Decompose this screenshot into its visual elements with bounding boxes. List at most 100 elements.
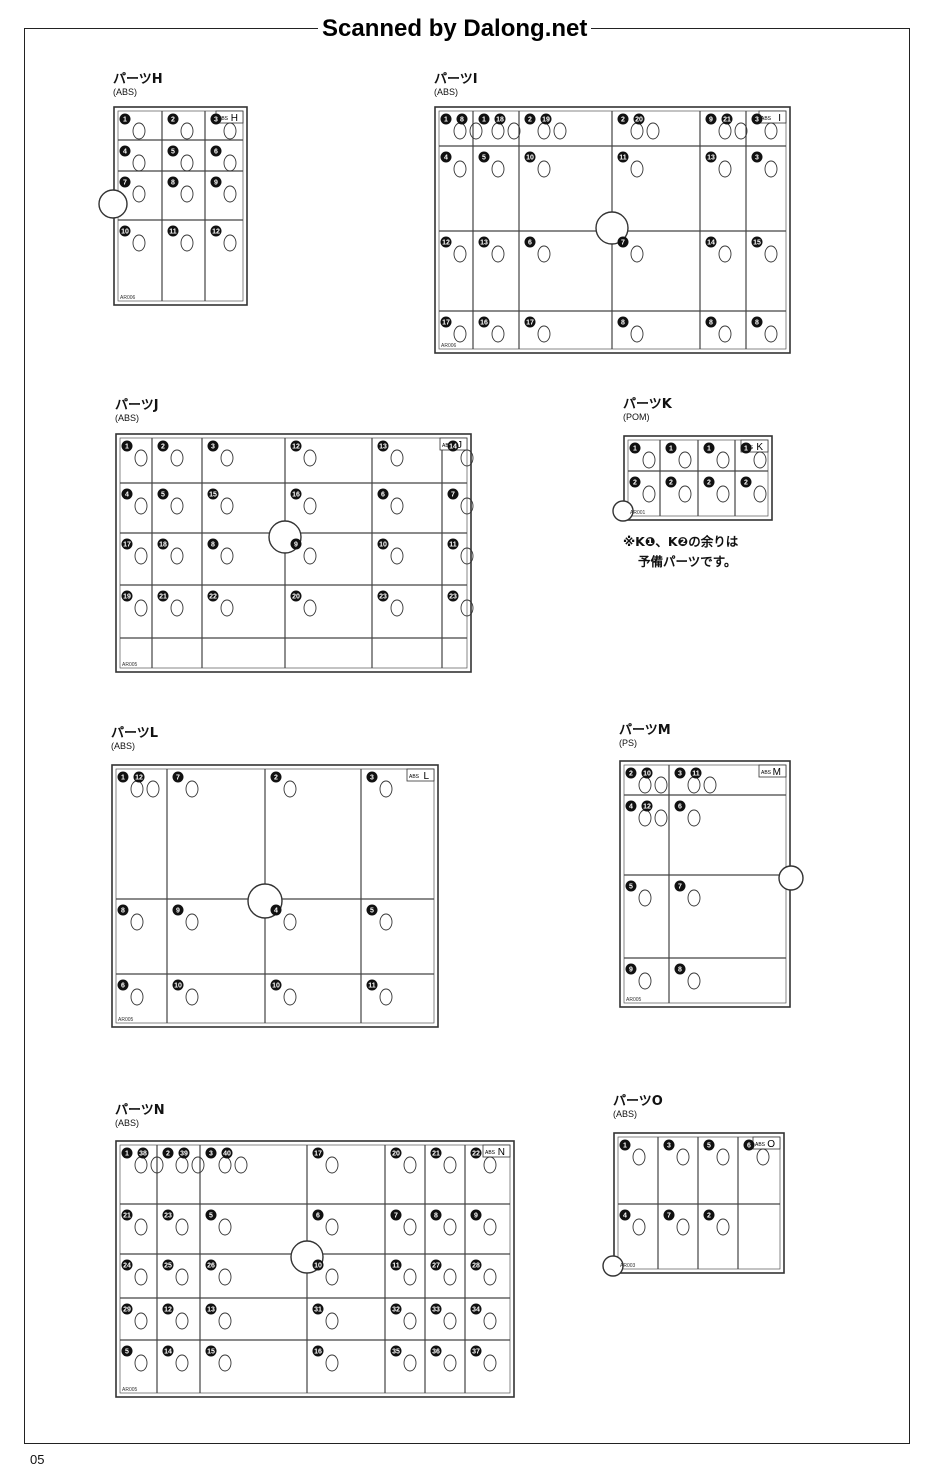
part-shape xyxy=(537,325,551,343)
svg-text:16: 16 xyxy=(480,320,488,327)
part-shape xyxy=(170,599,184,617)
part-number-marker: 6 xyxy=(674,800,686,812)
svg-text:3: 3 xyxy=(678,771,682,778)
part-shape xyxy=(130,913,144,931)
part-shape xyxy=(134,1354,148,1372)
parts-k-material: (POM) xyxy=(623,412,650,422)
svg-text:8: 8 xyxy=(434,1213,438,1220)
svg-text:17: 17 xyxy=(314,1151,322,1158)
part-number-marker: 6 xyxy=(210,145,222,157)
part-number-marker: 2 xyxy=(740,476,752,488)
part-shape xyxy=(460,599,474,617)
part-shape xyxy=(491,122,505,140)
part-shape xyxy=(483,1354,497,1372)
svg-text:2: 2 xyxy=(171,117,175,124)
part-shape xyxy=(630,245,644,263)
part-shape xyxy=(443,1218,457,1236)
svg-text:6: 6 xyxy=(747,1143,751,1150)
svg-text:10: 10 xyxy=(379,542,387,549)
runner-code: AR005 xyxy=(122,662,138,668)
part-shape xyxy=(283,988,297,1006)
svg-text:17: 17 xyxy=(442,320,450,327)
svg-text:15: 15 xyxy=(207,1349,215,1356)
parts-h-title: パーツH xyxy=(113,72,163,87)
svg-text:27: 27 xyxy=(432,1263,440,1270)
part-shape xyxy=(303,547,317,565)
part-number-marker: 1 xyxy=(121,1147,133,1159)
svg-text:17: 17 xyxy=(123,542,131,549)
part-shape xyxy=(150,1156,164,1174)
part-shape xyxy=(638,889,652,907)
part-shape xyxy=(734,122,748,140)
svg-text:22: 22 xyxy=(472,1151,480,1158)
svg-text:3: 3 xyxy=(211,444,215,451)
part-number-marker: 2 xyxy=(162,1147,174,1159)
part-number-marker: 22 xyxy=(470,1147,482,1159)
part-shape xyxy=(325,1312,339,1330)
part-shape xyxy=(134,449,148,467)
svg-text:1: 1 xyxy=(125,444,129,451)
part-shape xyxy=(403,1312,417,1330)
part-number-marker: 31 xyxy=(312,1303,324,1315)
part-number-marker: 1 xyxy=(740,442,752,454)
part-number-marker: 5 xyxy=(366,904,378,916)
part-shape xyxy=(718,245,732,263)
part-shape xyxy=(390,497,404,515)
svg-text:7: 7 xyxy=(123,180,127,187)
svg-text:9: 9 xyxy=(214,180,218,187)
part-number-marker: 11 xyxy=(447,538,459,550)
part-shape xyxy=(220,449,234,467)
svg-text:26: 26 xyxy=(207,1263,215,1270)
svg-text:ABS: ABS xyxy=(218,116,229,122)
part-number-marker: 12 xyxy=(440,236,452,248)
part-number-marker: 10 xyxy=(524,151,536,163)
svg-text:31: 31 xyxy=(314,1307,322,1314)
part-number-marker: 33 xyxy=(430,1303,442,1315)
part-shape xyxy=(130,780,144,798)
part-number-marker: 20 xyxy=(390,1147,402,1159)
svg-text:21: 21 xyxy=(159,594,167,601)
part-shape xyxy=(646,122,660,140)
part-number-marker: 37 xyxy=(470,1345,482,1357)
svg-text:34: 34 xyxy=(472,1307,480,1314)
parts-n-material: (ABS) xyxy=(115,1118,140,1128)
svg-text:13: 13 xyxy=(379,444,387,451)
part-number-marker: 11 xyxy=(390,1259,402,1271)
part-number-marker: 10 xyxy=(377,538,389,550)
part-shape xyxy=(630,160,644,178)
part-shape xyxy=(180,122,194,140)
part-shape xyxy=(379,913,393,931)
part-number-marker: 18 xyxy=(494,113,506,125)
svg-text:20: 20 xyxy=(292,594,300,601)
part-number-marker: 12 xyxy=(290,440,302,452)
part-shape xyxy=(469,122,483,140)
svg-text:3: 3 xyxy=(214,117,218,124)
part-number-marker: 4 xyxy=(440,151,452,163)
part-shape xyxy=(764,160,778,178)
part-shape xyxy=(325,1354,339,1372)
part-shape xyxy=(390,599,404,617)
svg-text:1: 1 xyxy=(125,1151,129,1158)
part-shape xyxy=(134,547,148,565)
svg-text:17: 17 xyxy=(526,320,534,327)
part-shape xyxy=(491,245,505,263)
svg-text:3: 3 xyxy=(209,1151,213,1158)
parts-o-title: パーツO xyxy=(613,1094,663,1109)
svg-text:12: 12 xyxy=(292,444,300,451)
parts-i-material: (ABS) xyxy=(434,87,459,97)
svg-text:12: 12 xyxy=(442,240,450,247)
part-number-marker: 10 xyxy=(270,979,282,991)
part-number-marker: 6 xyxy=(117,979,129,991)
part-number-marker: 15 xyxy=(205,1345,217,1357)
part-number-marker: 5 xyxy=(625,880,637,892)
part-shape xyxy=(180,154,194,172)
runner-code: AR003 xyxy=(620,1263,636,1269)
part-shape xyxy=(134,1312,148,1330)
svg-text:4: 4 xyxy=(125,492,129,499)
parts-h-material: (ABS) xyxy=(113,87,138,97)
part-number-marker: 12 xyxy=(133,771,145,783)
scan-credit: Scanned by Dalong.net xyxy=(318,14,592,44)
